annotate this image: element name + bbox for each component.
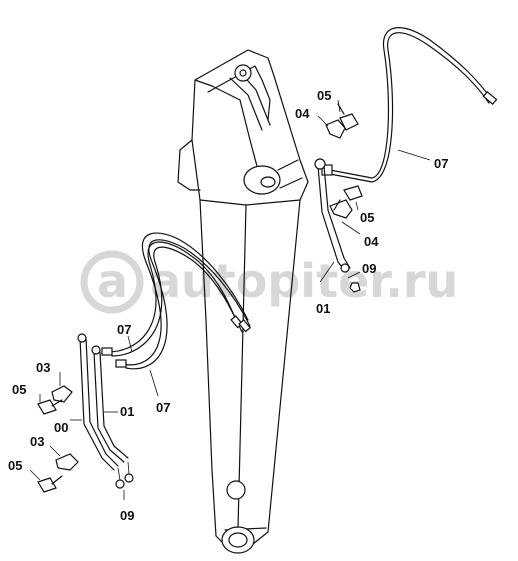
tube-01-right xyxy=(314,158,361,293)
label-05-top: 05 xyxy=(317,88,331,103)
clamp-04-top xyxy=(325,119,346,139)
hose-07-center xyxy=(101,232,252,370)
tube-00-left xyxy=(77,333,119,471)
watermark-logo-letter: a xyxy=(97,254,128,308)
part-labels: 05 04 07 05 04 09 01 07 07 03 05 01 00 0… xyxy=(8,88,448,523)
bolt-05-mid xyxy=(333,185,363,211)
label-05-mid: 05 xyxy=(360,210,374,225)
bolt-05-b xyxy=(37,475,63,493)
watermark-text: autopiter.ru xyxy=(150,254,458,308)
watermark: a autopiter.ru xyxy=(80,250,458,314)
bolt-05-a xyxy=(37,399,63,415)
label-01-right: 01 xyxy=(316,301,330,316)
leader-lines xyxy=(29,99,431,500)
label-00: 00 xyxy=(54,420,68,435)
watermark-logo-icon xyxy=(80,250,144,314)
label-09-right: 09 xyxy=(362,261,376,276)
label-03-b: 03 xyxy=(30,434,44,449)
fittings-09-bottom xyxy=(115,461,134,489)
label-05-a: 05 xyxy=(12,382,26,397)
hose-07-right xyxy=(321,27,498,183)
label-09-bottom: 09 xyxy=(120,508,134,523)
tube-01-left xyxy=(91,345,129,463)
label-07-right: 07 xyxy=(434,156,448,171)
label-03-a: 03 xyxy=(36,360,50,375)
bolt-05-top xyxy=(337,103,359,131)
label-04-top: 04 xyxy=(295,106,310,121)
label-07-center: 07 xyxy=(117,322,131,337)
clamp-03-a xyxy=(51,385,73,403)
label-01-left: 01 xyxy=(120,404,134,419)
clamp-04-mid xyxy=(329,199,353,219)
label-04-mid: 04 xyxy=(364,234,379,249)
clamp-03-b xyxy=(55,453,79,471)
boom-arm xyxy=(177,49,309,554)
label-07-lower: 07 xyxy=(156,400,170,415)
boom-pin-lower xyxy=(226,480,246,500)
label-05-b: 05 xyxy=(8,458,22,473)
